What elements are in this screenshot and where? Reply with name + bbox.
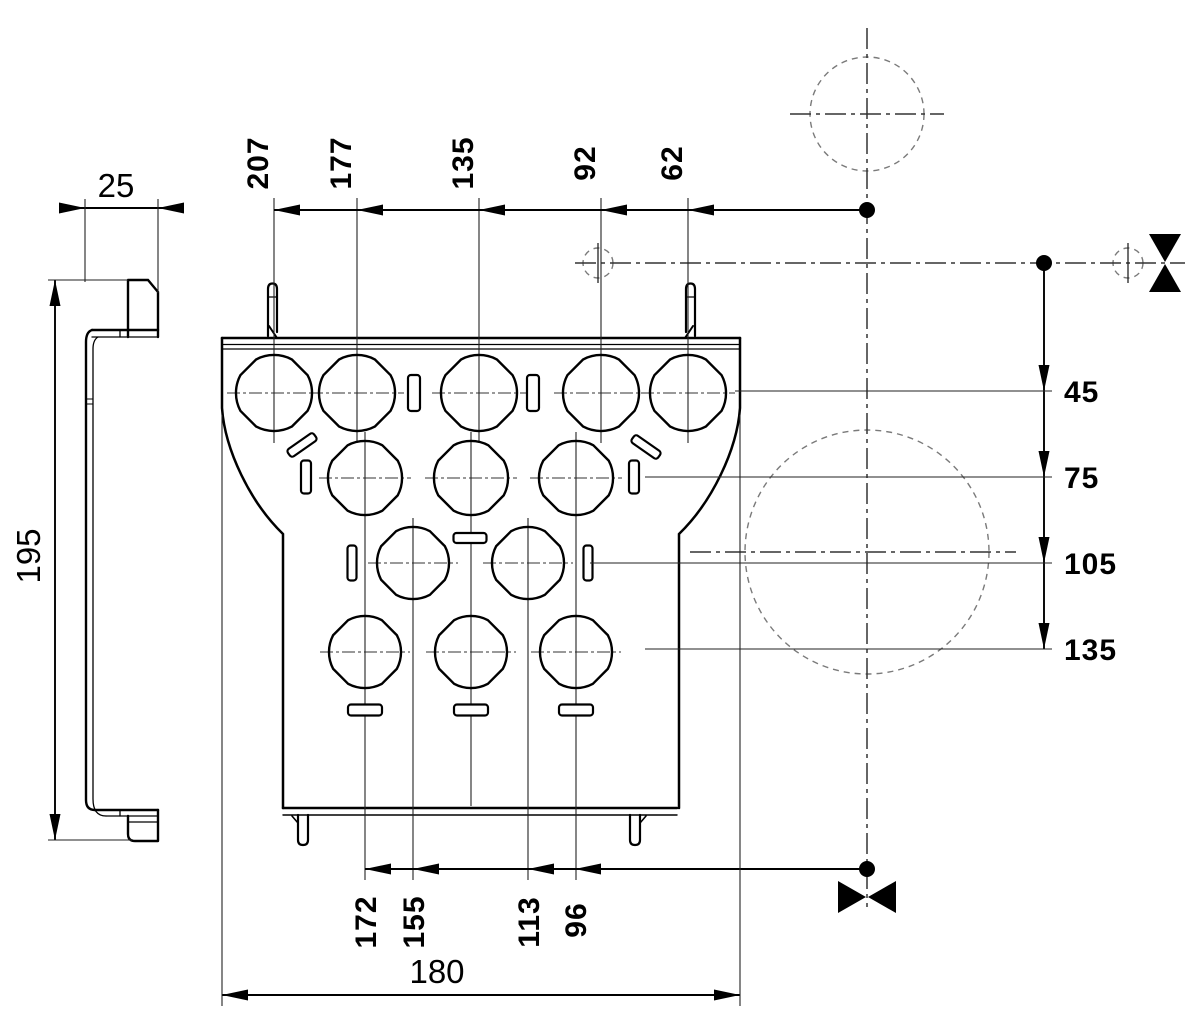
dimension-arrowhead [528, 863, 554, 875]
dimension-arrowhead [601, 204, 627, 216]
dimension-arrows [49, 202, 1050, 1001]
dim-label-right-3: 105 [1064, 548, 1117, 581]
dimension-arrowhead [274, 204, 300, 216]
hole [537, 439, 615, 517]
dimension-arrowhead [1038, 623, 1050, 649]
hole [327, 614, 403, 690]
hole [432, 439, 510, 517]
dimension-arrowhead [222, 989, 248, 1001]
top-tab-left [266, 282, 279, 339]
hole [648, 353, 728, 433]
slot [627, 459, 641, 495]
dim-label-right-4: 135 [1064, 634, 1117, 667]
hole-centerlines [227, 198, 735, 880]
dimension-arrowhead [1038, 537, 1050, 563]
bottom-foot-right [628, 813, 647, 847]
dim-label-top-4: 92 [569, 145, 602, 180]
hole [375, 525, 451, 601]
dim-label-top-5: 62 [656, 145, 689, 180]
dim-label-bottom-3: 113 [513, 896, 546, 947]
centerlines [575, 28, 1185, 907]
hole [561, 353, 641, 433]
dim-label-side-height: 195 [10, 528, 47, 583]
hole [234, 353, 314, 433]
dimension-arrowhead [714, 989, 740, 1001]
slot [525, 373, 541, 413]
meter-mark-bottom [838, 881, 896, 913]
top-tab-right [684, 282, 697, 339]
dimension-arrowhead [1038, 365, 1050, 391]
side-view [84, 278, 160, 843]
dim-label-top-3: 135 [447, 136, 480, 189]
dimension-arrowhead [49, 280, 61, 306]
extension-lines [48, 199, 1052, 1006]
dimension-arrowhead [158, 202, 184, 214]
dim-label-top-2: 177 [325, 136, 358, 189]
hole [439, 353, 519, 433]
slot [299, 459, 313, 495]
dim-label-bottom-4: 96 [560, 902, 593, 937]
dim-label-side-width: 25 [98, 167, 135, 204]
hole [317, 353, 397, 433]
reference-dots [859, 202, 1052, 877]
dimension-arrowhead [49, 814, 61, 840]
slot [557, 703, 595, 717]
hole [326, 439, 404, 517]
dimension-arrowhead [59, 202, 85, 214]
dimension-arrowhead [688, 204, 714, 216]
bottom-foot-left [291, 813, 310, 847]
dimension-arrowhead [413, 863, 439, 875]
slot [286, 432, 318, 458]
slot [452, 531, 488, 545]
hole [433, 614, 509, 690]
dimension-arrowhead [575, 863, 601, 875]
slot [406, 373, 422, 413]
fixing-slots [286, 373, 662, 717]
hole [538, 614, 614, 690]
dimension-arrowhead [357, 204, 383, 216]
slot [452, 703, 490, 717]
dim-label-right-1: 45 [1064, 376, 1099, 409]
dimension-lines [54, 207, 1045, 996]
meter-mark-right [1149, 234, 1181, 292]
dim-label-right-2: 75 [1064, 462, 1099, 495]
fixpoint-ticks [597, 243, 1129, 283]
hole [490, 525, 566, 601]
dim-label-bottom-1: 172 [350, 895, 383, 948]
dimension-labels: 207 177 135 92 62 45 75 105 135 172 155 … [10, 136, 1117, 990]
slot [630, 434, 662, 460]
front-view-plate [220, 282, 742, 847]
dim-label-top-1: 207 [242, 136, 275, 189]
dim-label-bottom-2: 155 [398, 895, 431, 948]
slot [346, 544, 358, 582]
dim-label-overall-width: 180 [409, 953, 464, 990]
dimension-arrowhead [365, 863, 391, 875]
dimension-arrowhead [1038, 451, 1050, 477]
slot [346, 703, 384, 717]
mounting-holes [234, 353, 728, 690]
dimension-arrowhead [479, 204, 505, 216]
